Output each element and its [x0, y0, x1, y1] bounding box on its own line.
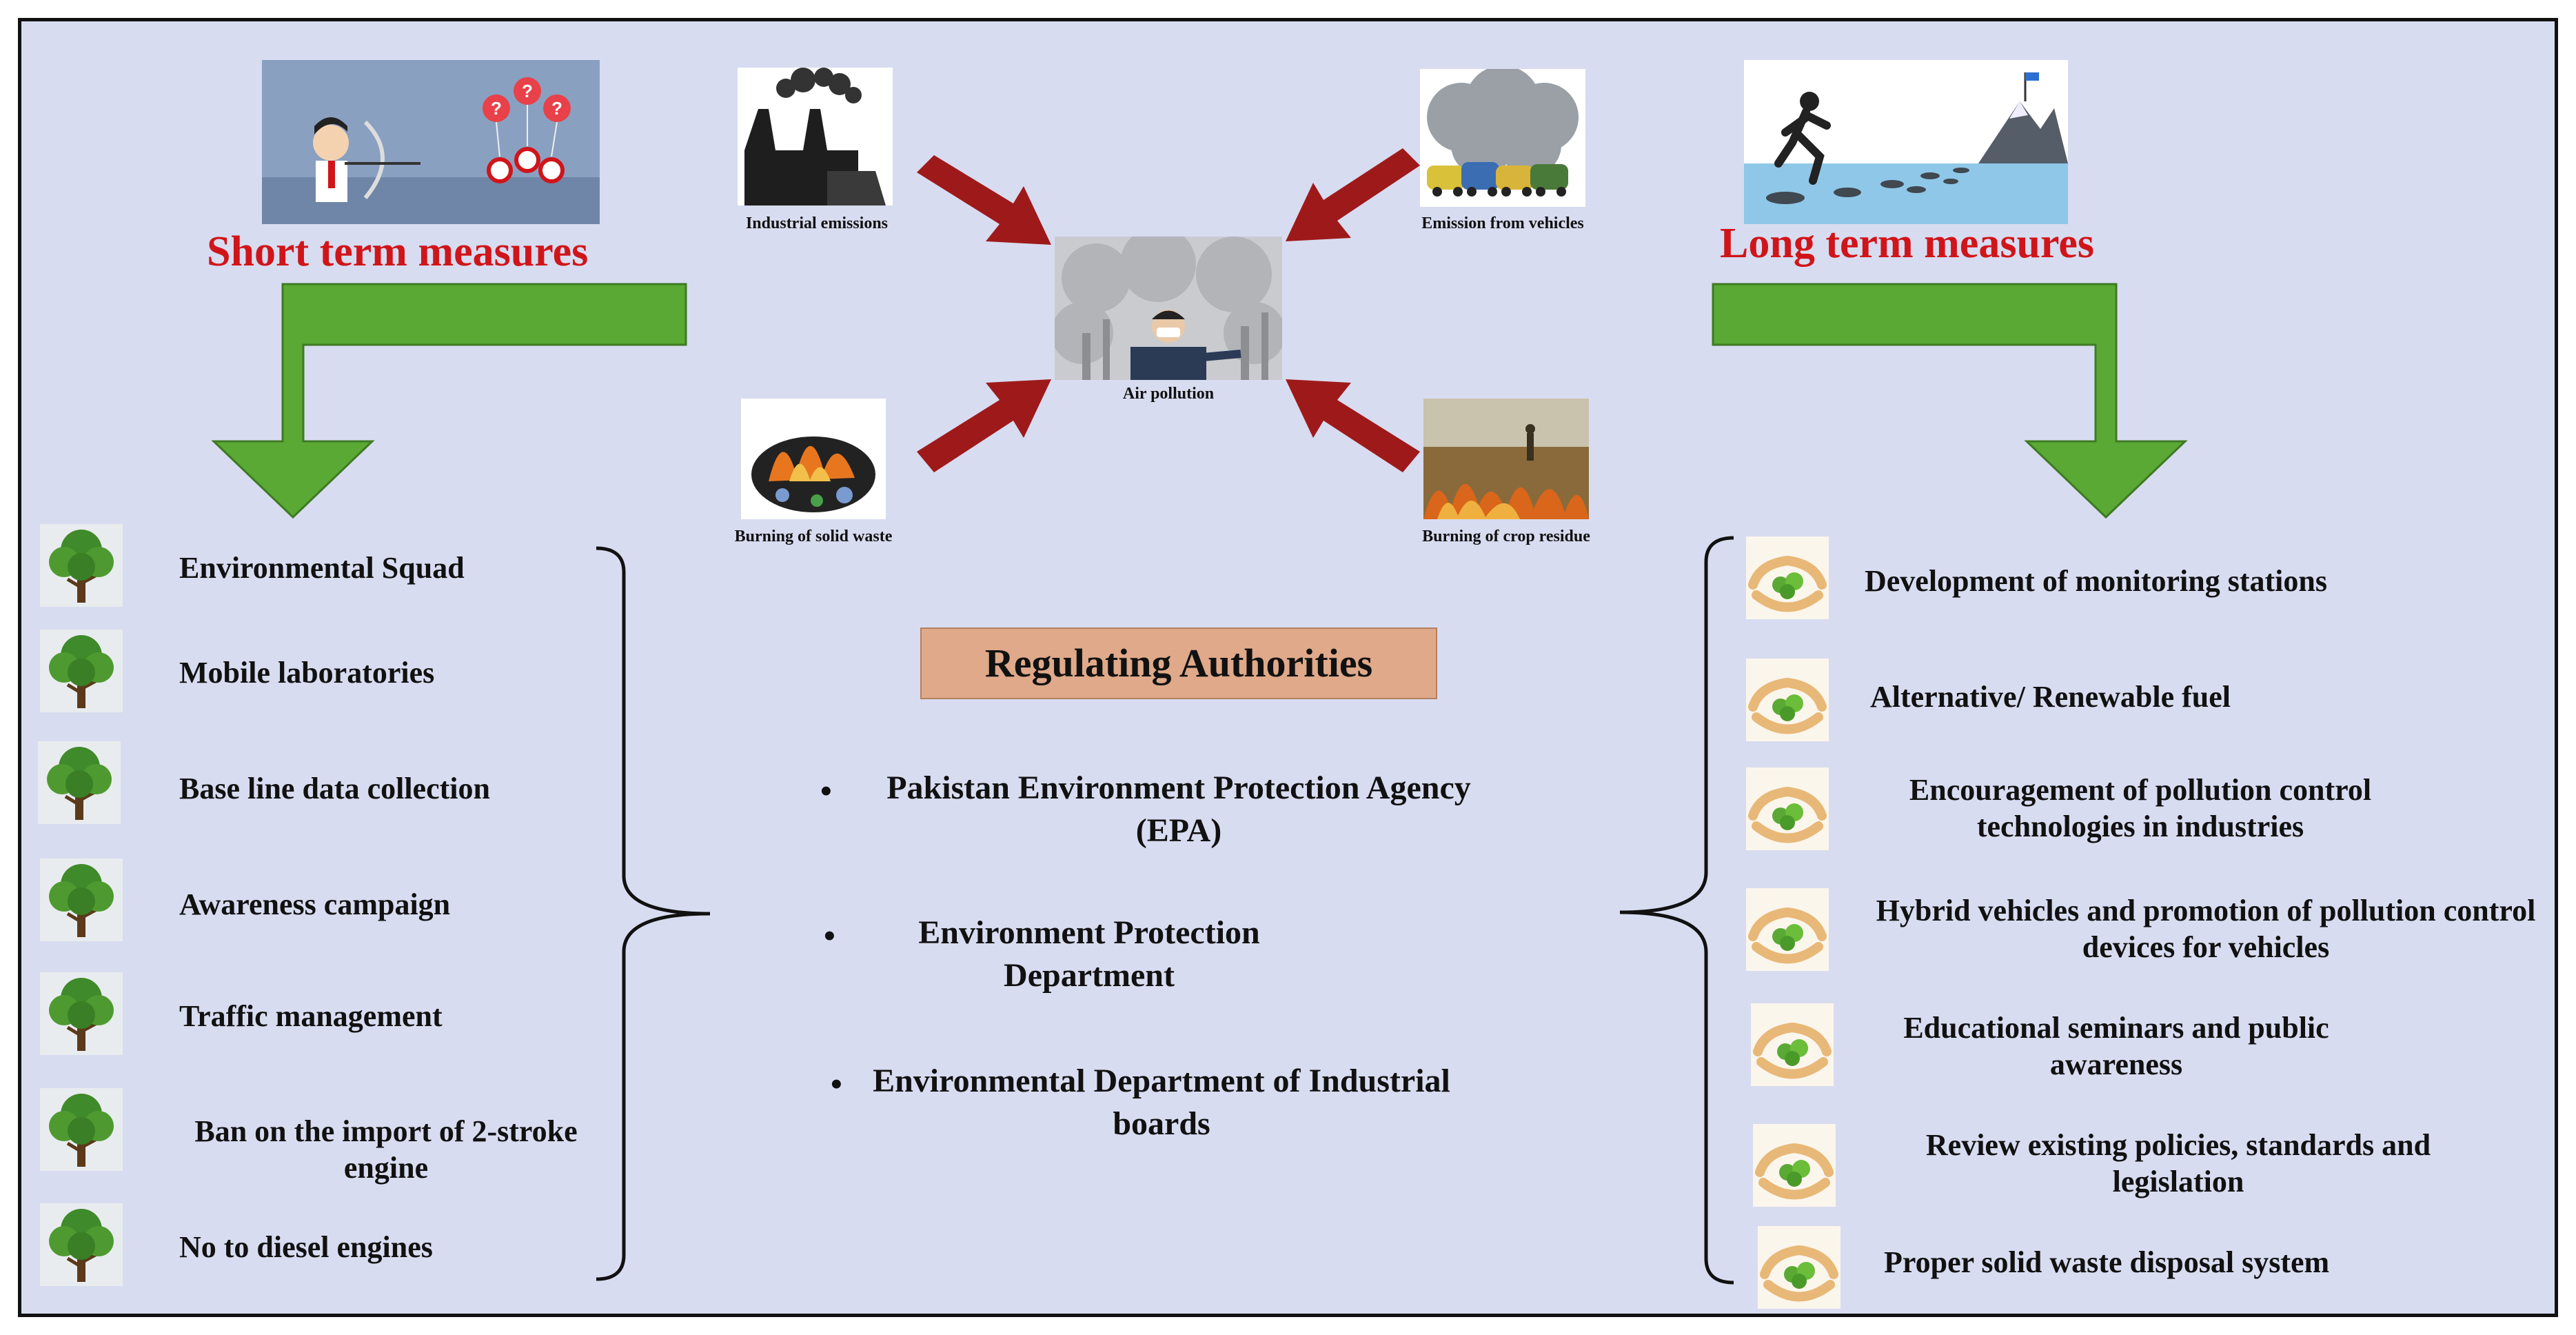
- air-pollution-icon: [1055, 237, 1282, 380]
- hands-protecting-plant-icon: [1746, 536, 1829, 619]
- short-term-item: Traffic management: [179, 999, 443, 1033]
- air-pollution-label: Air pollution: [1122, 385, 1215, 403]
- long-term-item: Proper solid waste disposal system: [1884, 1245, 2330, 1279]
- bullet-icon: •: [831, 1066, 842, 1103]
- regulating-authorities-title: Regulating Authorities: [920, 628, 1437, 699]
- svg-text:?: ?: [491, 98, 502, 119]
- hands-protecting-plant-icon: [1746, 767, 1829, 850]
- right-brace: [1619, 536, 1734, 1285]
- tree-icon: [40, 859, 123, 941]
- arrow-crop-to-pollution-icon: [1286, 379, 1420, 472]
- tree-icon: [40, 1203, 123, 1286]
- tree-icon: [40, 1088, 123, 1171]
- long-term-heading: Long term measures: [1720, 220, 2094, 267]
- solid-waste-label: Burning of solid waste: [734, 528, 893, 545]
- authority-item: Pakistan Environment Protection Agency (…: [886, 770, 1471, 850]
- burning-crop-icon: [1423, 399, 1589, 519]
- svg-text:?: ?: [551, 98, 562, 119]
- long-term-item: Review existing policies, standards and …: [1925, 1128, 2431, 1198]
- burning-waste-icon: [741, 399, 886, 519]
- arrow-industrial-to-pollution-icon: [917, 155, 1051, 245]
- short-term-item: Awareness campaign: [179, 887, 451, 921]
- stepping-stones-to-mountain-icon: [1744, 60, 2068, 224]
- green-arrow-right-icon: [1712, 283, 2188, 519]
- vehicle-emissions-label: Emission from vehicles: [1421, 214, 1584, 232]
- short-term-item: Mobile laboratories: [179, 656, 435, 690]
- short-term-item: Ban on the import of 2-stroke engine: [194, 1114, 578, 1185]
- vehicle-emission-icon: [1420, 69, 1585, 207]
- authority-item: Environment Protection Department: [918, 914, 1260, 994]
- archer-with-targets-icon: ???: [262, 60, 600, 224]
- tree-icon: [40, 972, 123, 1055]
- short-term-item: No to diesel engines: [179, 1230, 433, 1264]
- short-term-item: Base line data collection: [179, 772, 490, 805]
- crop-residue-label: Burning of crop residue: [1422, 528, 1590, 545]
- short-term-heading: Short term measures: [207, 228, 589, 275]
- bullet-icon: •: [824, 918, 835, 954]
- hands-protecting-plant-icon: [1746, 888, 1829, 971]
- svg-text:?: ?: [522, 81, 533, 101]
- green-arrow-left-icon: [211, 283, 687, 519]
- bullet-icon: •: [820, 773, 832, 810]
- tree-icon: [40, 524, 123, 607]
- arrow-vehicles-to-pollution-icon: [1286, 148, 1420, 241]
- hands-protecting-plant-icon: [1753, 1124, 1836, 1207]
- tree-icon: [40, 630, 123, 712]
- left-brace: [596, 546, 711, 1281]
- hands-protecting-plant-icon: [1758, 1226, 1840, 1309]
- hands-protecting-plant-icon: [1746, 659, 1829, 741]
- arrow-waste-to-pollution-icon: [917, 379, 1051, 472]
- long-term-item: Development of monitoring stations: [1865, 564, 2327, 598]
- authority-item: Environmental Department of Industrial b…: [873, 1063, 1450, 1143]
- long-term-item: Hybrid vehicles and promotion of polluti…: [1876, 894, 2536, 964]
- short-term-item: Environmental Squad: [179, 551, 465, 585]
- long-term-item: Encouragement of pollution control techn…: [1909, 773, 2372, 843]
- factory-icon: [738, 68, 893, 205]
- tree-icon: [38, 741, 121, 824]
- long-term-item: Alternative/ Renewable fuel: [1870, 680, 2231, 714]
- industrial-emissions-label: Industrial emissions: [745, 214, 889, 232]
- hands-protecting-plant-icon: [1751, 1003, 1834, 1086]
- long-term-item: Educational seminars and public awarenes…: [1903, 1011, 2329, 1081]
